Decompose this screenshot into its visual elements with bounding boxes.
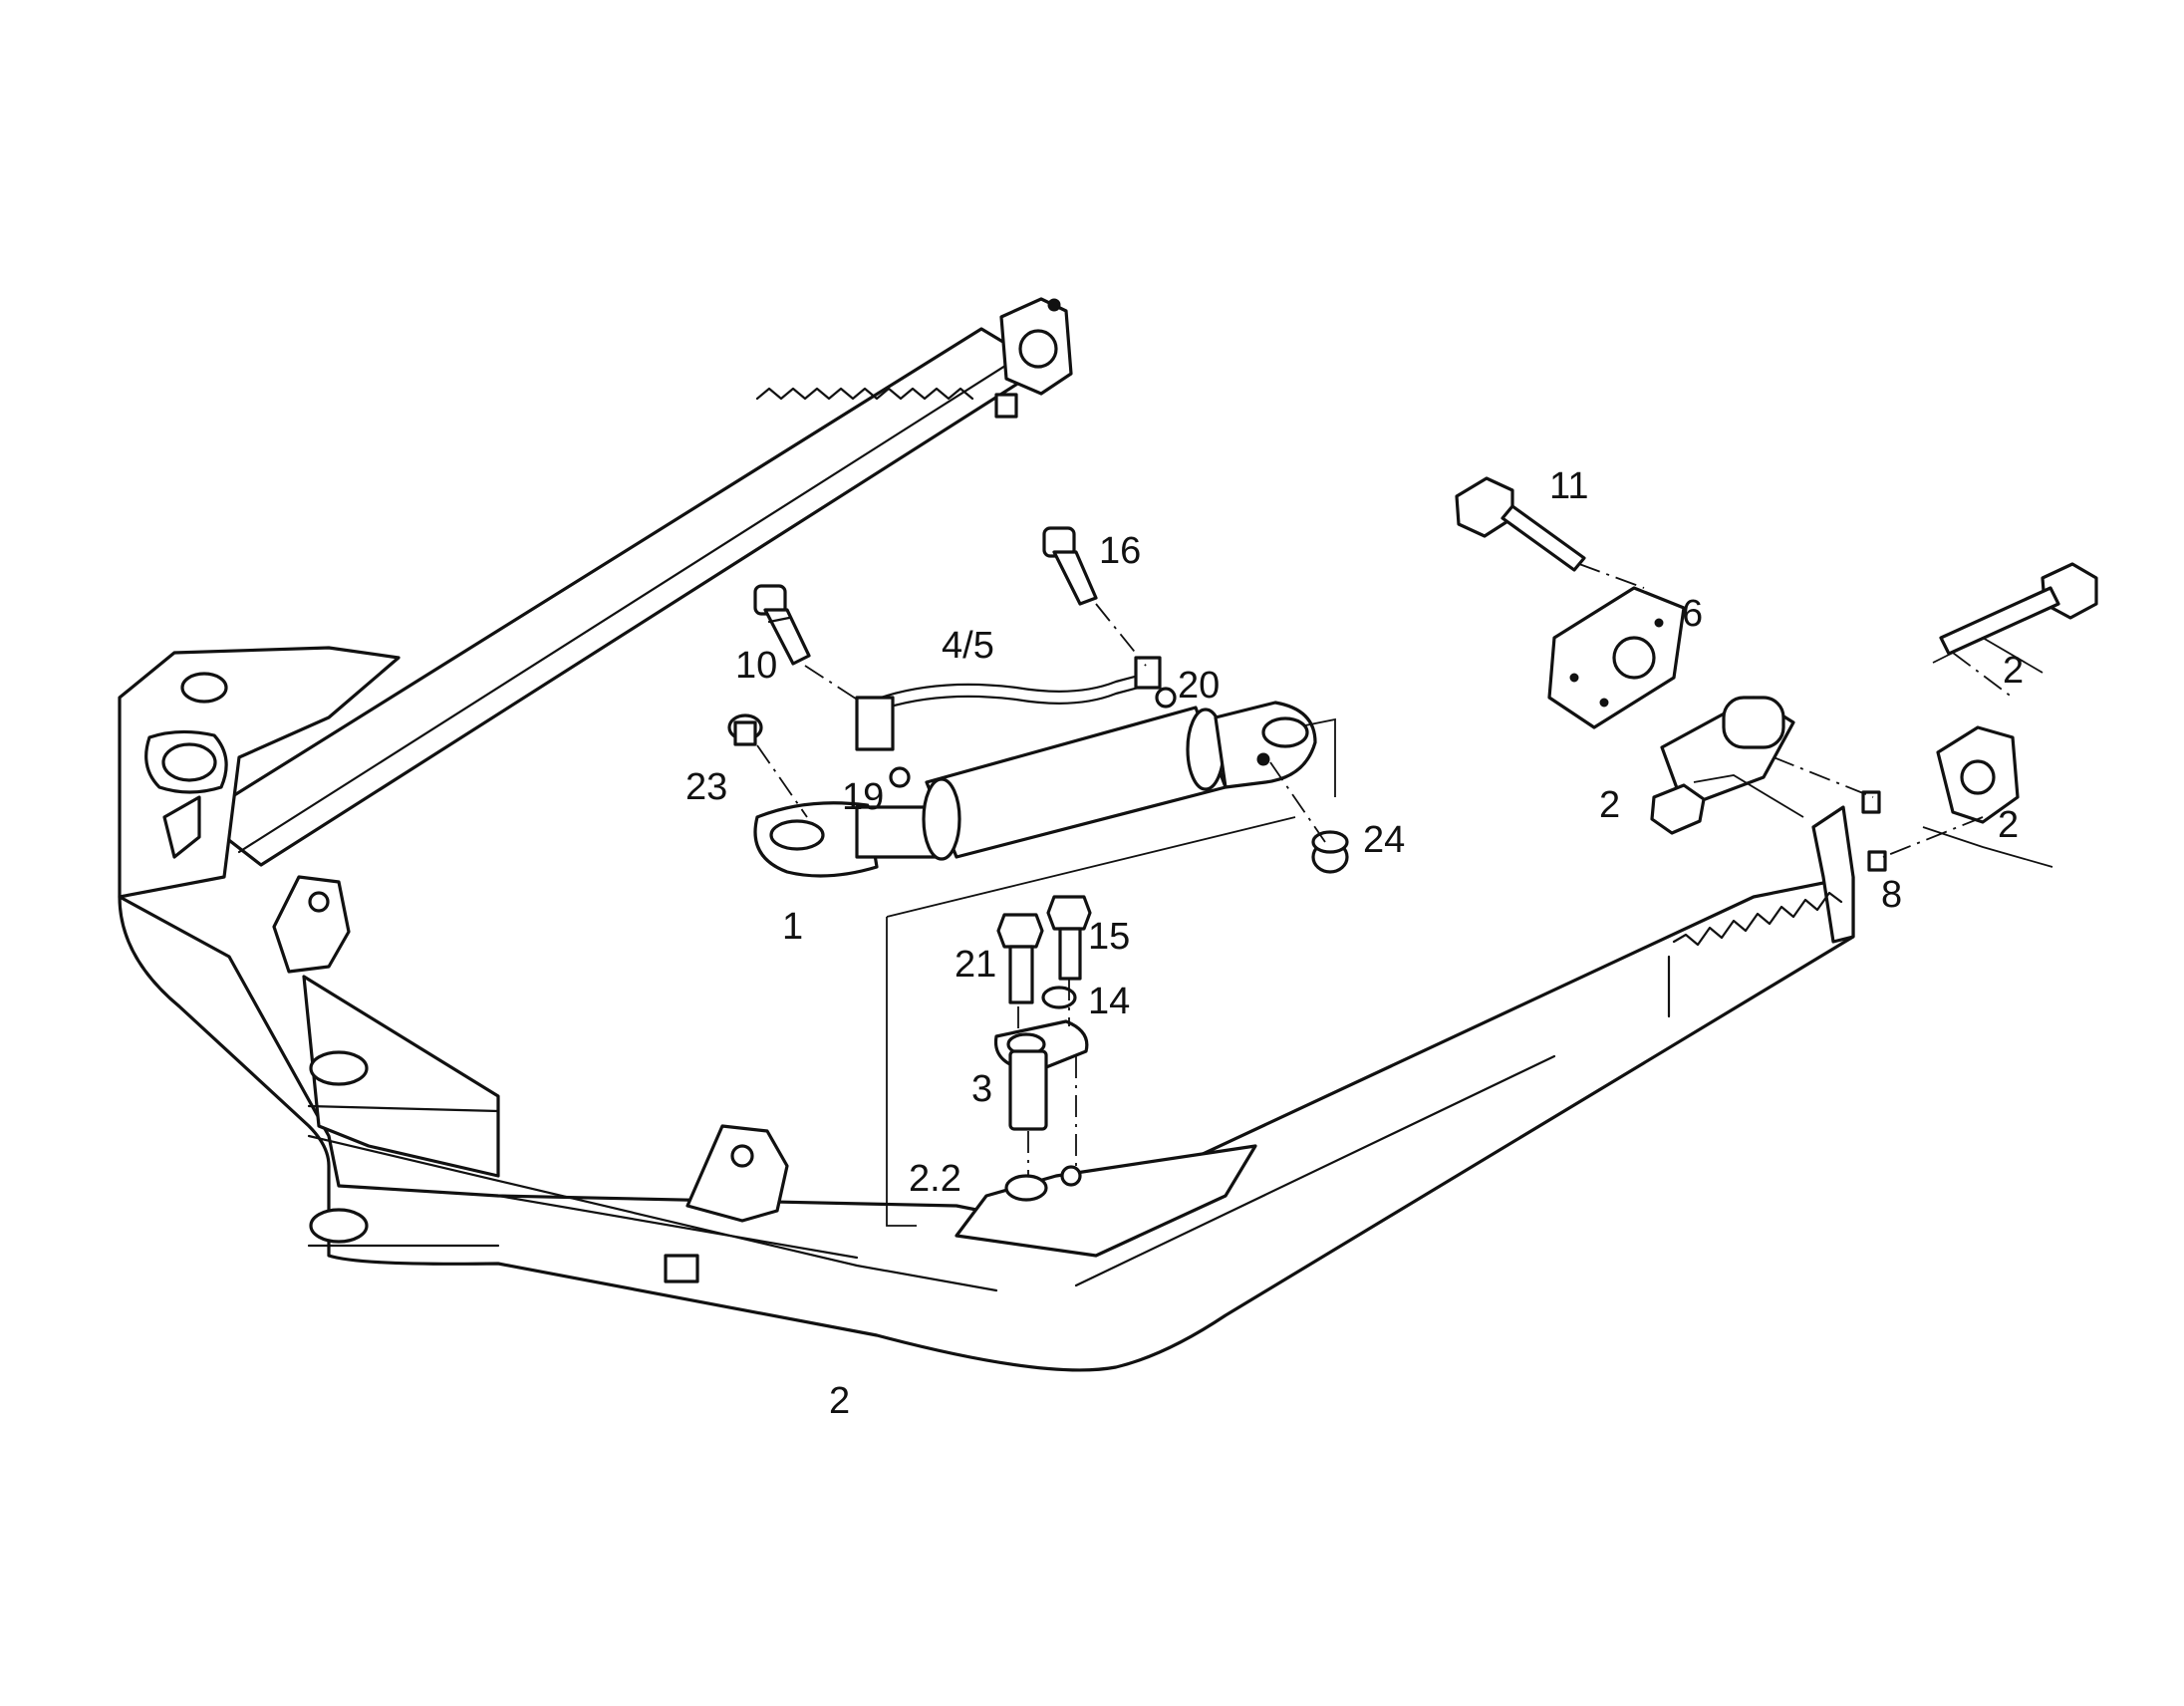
- pin-3: [993, 1019, 1089, 1131]
- bolt-15: [1046, 895, 1092, 981]
- frame-front-bracket-plate: [955, 1144, 1257, 1258]
- callout-10: 10: [735, 645, 777, 687]
- back-arm-rack: [755, 387, 974, 401]
- frame-back-arm: [197, 327, 1046, 867]
- plug-23: [727, 713, 763, 746]
- callout-4-5: 4/5: [942, 625, 994, 667]
- nut-2: [1650, 783, 1706, 835]
- bolt-21: [996, 913, 1044, 1004]
- screw-16: [1042, 526, 1098, 606]
- leader-lines: [756, 563, 2053, 1227]
- callout-15: 15: [1088, 916, 1130, 958]
- main-frame: [118, 297, 1855, 1372]
- pipe-bracket: [855, 696, 895, 751]
- callout-8: 8: [1881, 874, 1902, 916]
- callout-1: 1: [782, 906, 803, 948]
- callout-23: 23: [685, 766, 727, 808]
- callout-3: 3: [971, 1068, 992, 1110]
- callout-21: 21: [955, 944, 996, 986]
- frame-ear-left: [272, 875, 351, 974]
- frame-corner-plate: [302, 975, 500, 1178]
- frame-slot: [664, 1254, 699, 1283]
- cap-24: [1311, 830, 1349, 874]
- cylinder-barrel: [925, 706, 1228, 859]
- callout-labels: 1 2 2 2 2 2.2 3 4/5 6 8 10 11 14 15 16 1…: [685, 465, 2024, 1422]
- callout-20: 20: [1178, 665, 1220, 707]
- callout-19: 19: [842, 776, 884, 818]
- pipe-assembly: [855, 656, 1162, 751]
- cylinder-head-eye: [1214, 701, 1317, 789]
- seat-2-2: [1004, 1165, 1082, 1202]
- callout-2-frame: 2: [829, 1380, 850, 1422]
- washer-14: [1041, 986, 1077, 1009]
- callout-2-clamp: 2: [1998, 804, 2019, 846]
- clamp-half-2: [1936, 725, 2020, 824]
- flange-pin: [1660, 696, 1795, 809]
- cylinder-rod: [855, 805, 939, 859]
- callout-2-bolt: 2: [2003, 650, 2024, 692]
- hydraulic-cylinder: [753, 701, 1317, 878]
- block-6: [1547, 586, 1686, 729]
- clip-8: [1861, 790, 1887, 872]
- callout-11: 11: [1549, 465, 1588, 507]
- callout-6: 6: [1682, 593, 1703, 635]
- frame-right-arm-end: [1811, 805, 1855, 944]
- callout-16: 16: [1099, 530, 1141, 572]
- callout-14: 14: [1088, 981, 1130, 1022]
- frame-ear-center: [685, 1124, 789, 1223]
- right-arm-rack: [1672, 891, 1843, 947]
- bolt-11: [1455, 476, 1586, 572]
- callout-24: 24: [1363, 819, 1405, 861]
- callout-2-nut: 2: [1599, 784, 1620, 826]
- o-ring-19: [889, 766, 911, 788]
- o-ring-20: [1155, 687, 1177, 709]
- callout-2-2: 2.2: [909, 1158, 961, 1200]
- screw-10: [753, 584, 811, 666]
- long-bolt-2: [1939, 562, 2098, 656]
